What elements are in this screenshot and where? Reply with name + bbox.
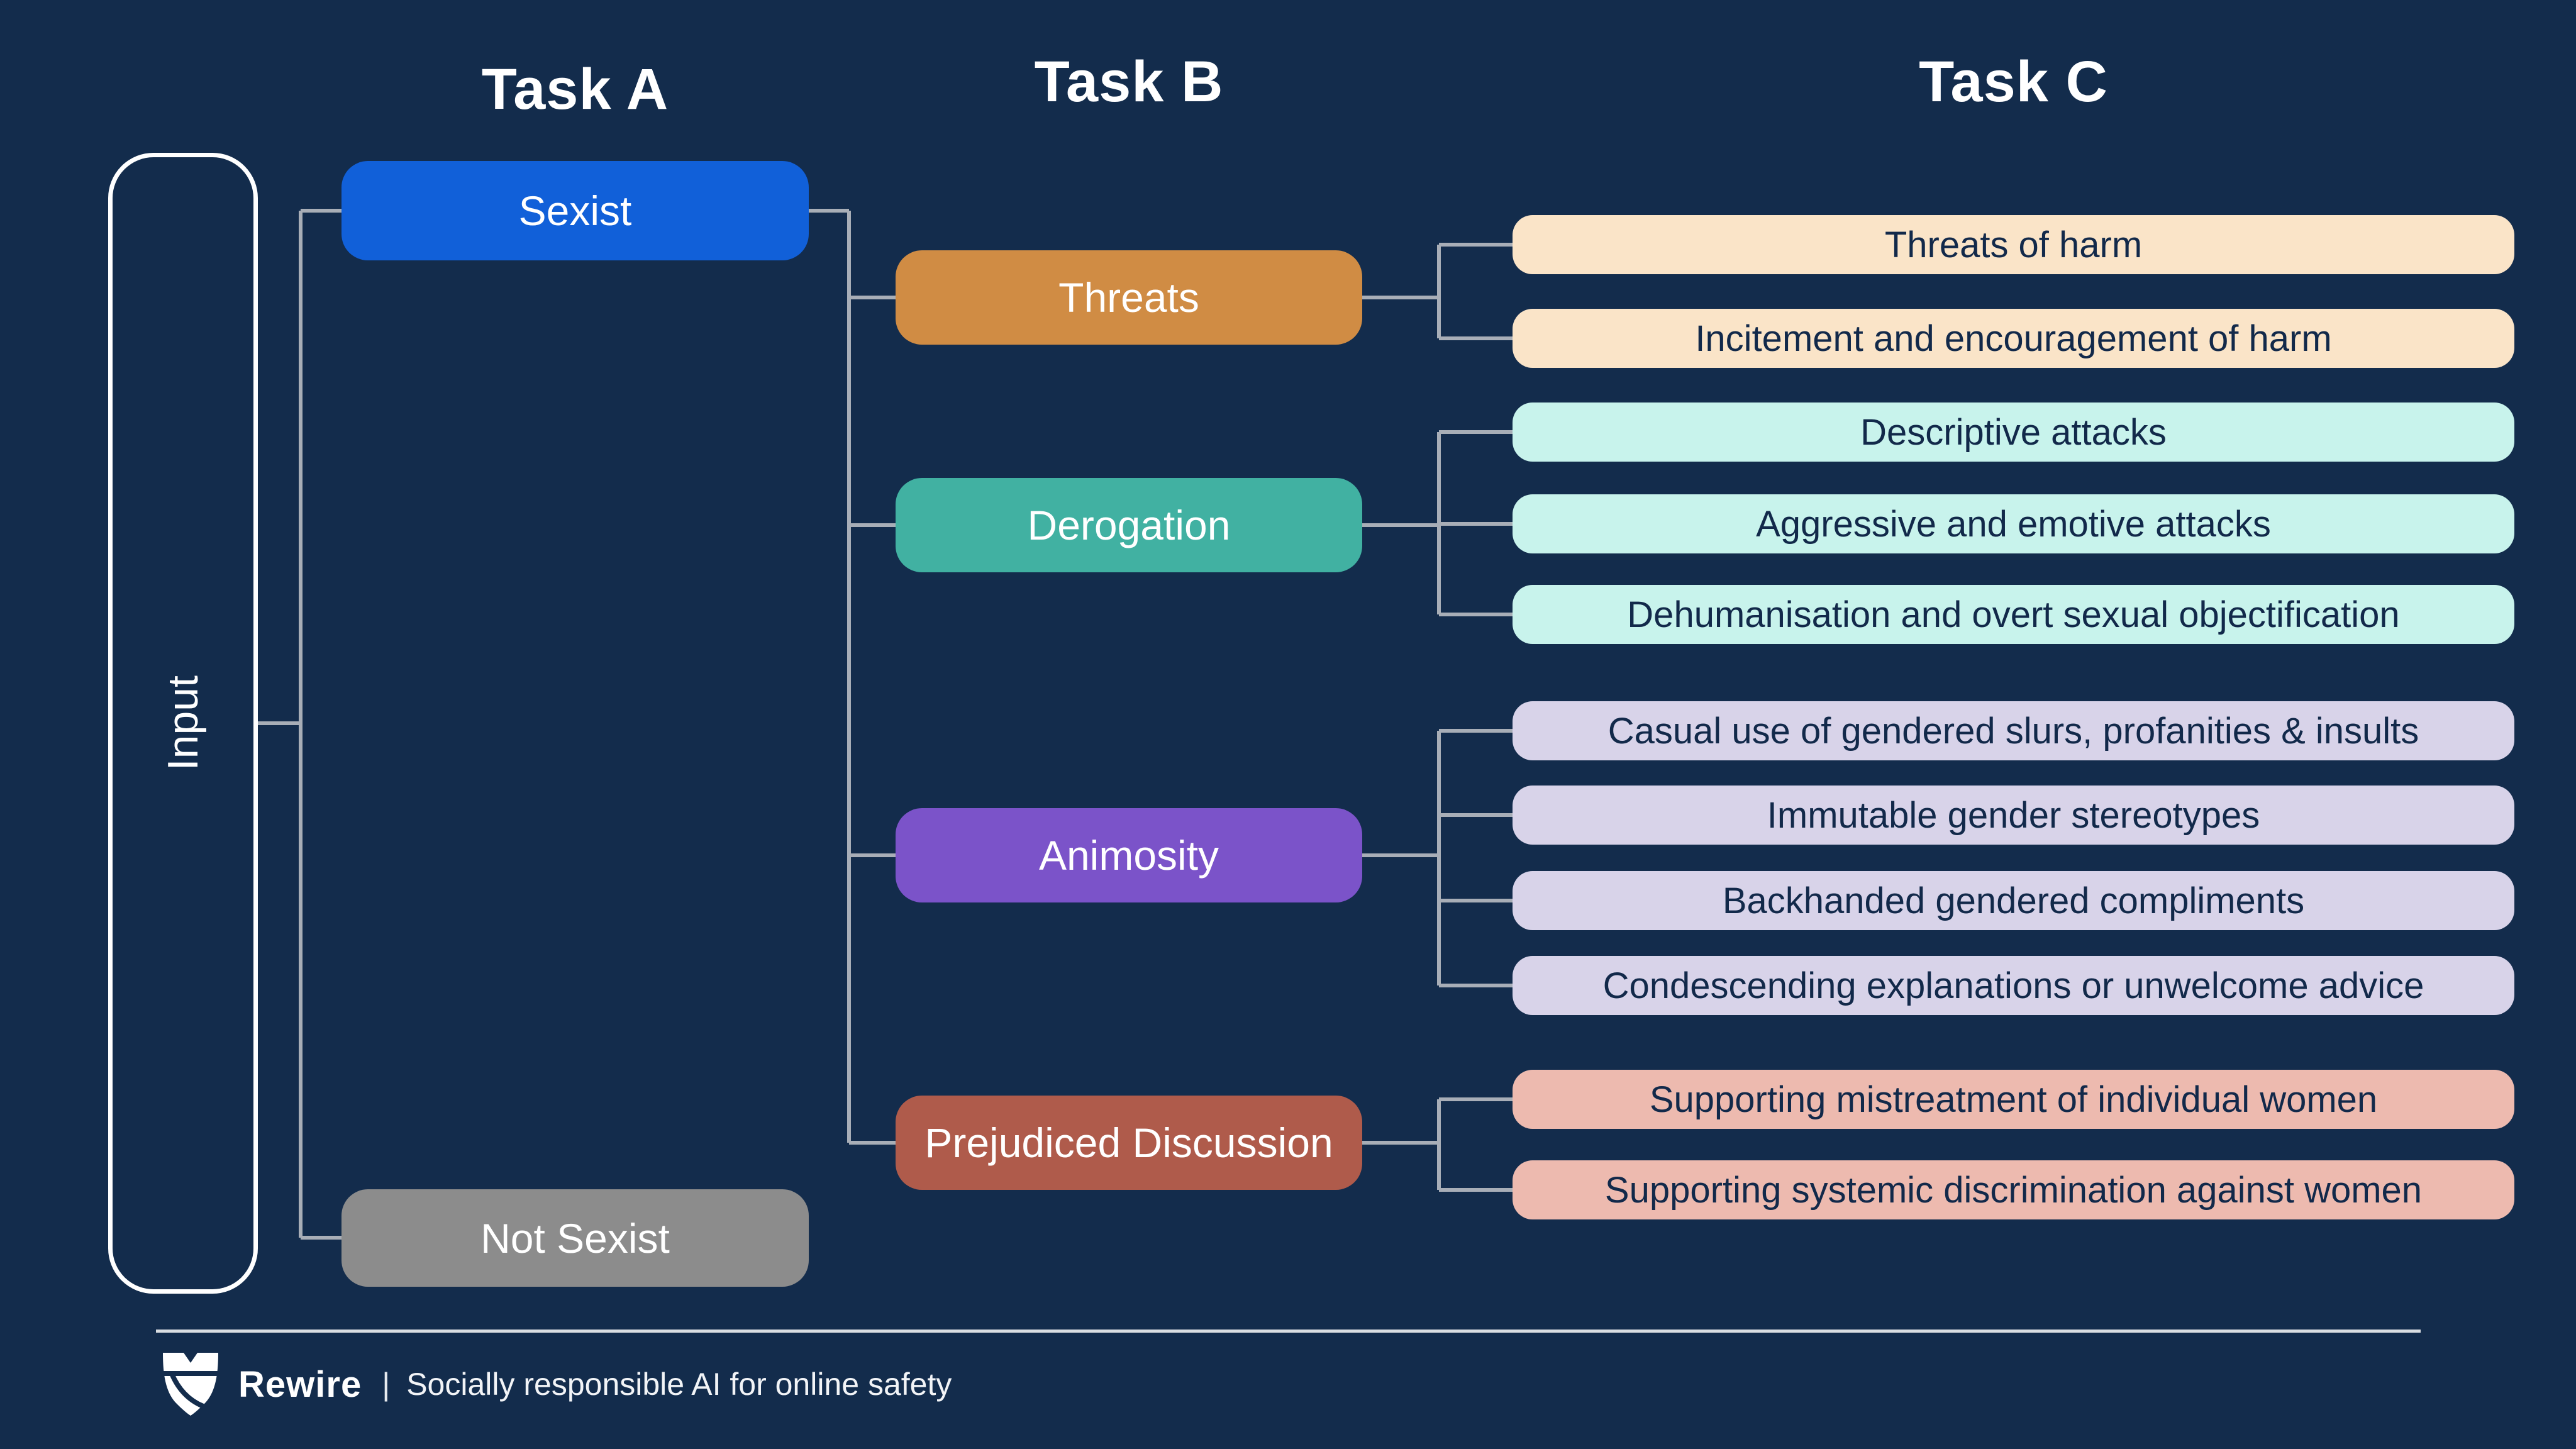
task-b-node-threats: Threats <box>896 250 1362 345</box>
task-b-header: Task B <box>1034 50 1224 114</box>
input-label: Input <box>159 675 207 771</box>
input-node: Input <box>108 153 258 1294</box>
task-b-node-derogation: Derogation <box>896 478 1362 572</box>
task-a-node-sexist: Sexist <box>341 161 809 260</box>
rewire-shield-icon <box>162 1353 219 1416</box>
footer-separator: | <box>382 1367 391 1402</box>
connector-prejudiced-to-children <box>1362 1097 1513 1192</box>
task-b-node-animosity: Animosity <box>896 808 1362 902</box>
task-c-node-descriptive-attacks: Descriptive attacks <box>1513 402 2514 462</box>
footer-tagline: Socially responsible AI for online safet… <box>406 1367 952 1402</box>
task-c-node-dehumanisation-objectification: Dehumanisation and overt sexual objectif… <box>1513 585 2514 644</box>
task-b-node-prejudiced-discussion: Prejudiced Discussion <box>896 1096 1362 1190</box>
footer-divider-line <box>156 1330 2421 1333</box>
task-c-node-backhanded-compliments: Backhanded gendered compliments <box>1513 871 2514 930</box>
connector-sexist-to-task-b <box>809 209 896 1145</box>
connector-threats-to-children <box>1362 243 1513 340</box>
connector-derogation-to-children <box>1362 430 1513 616</box>
task-c-node-threats-of-harm: Threats of harm <box>1513 215 2514 274</box>
connector-input-to-task-a <box>258 209 341 1240</box>
connector-animosity-to-children <box>1362 729 1513 987</box>
task-c-node-aggressive-emotive-attacks: Aggressive and emotive attacks <box>1513 494 2514 553</box>
task-a-node-not-sexist: Not Sexist <box>341 1189 809 1287</box>
task-c-node-casual-gendered-slurs: Casual use of gendered slurs, profanitie… <box>1513 701 2514 760</box>
rewire-wordmark: Rewire <box>238 1363 362 1405</box>
task-c-node-supporting-mistreatment: Supporting mistreatment of individual wo… <box>1513 1070 2514 1129</box>
task-c-node-supporting-discrimination: Supporting systemic discrimination again… <box>1513 1160 2514 1219</box>
task-c-node-incitement-of-harm: Incitement and encouragement of harm <box>1513 309 2514 368</box>
footer: Rewire | Socially responsible AI for onl… <box>159 1350 952 1419</box>
task-c-header: Task C <box>1919 50 2108 114</box>
task-c-node-immutable-gender-stereotypes: Immutable gender stereotypes <box>1513 786 2514 845</box>
task-a-header: Task A <box>481 57 669 121</box>
task-c-node-condescending-explanations: Condescending explanations or unwelcome … <box>1513 956 2514 1015</box>
